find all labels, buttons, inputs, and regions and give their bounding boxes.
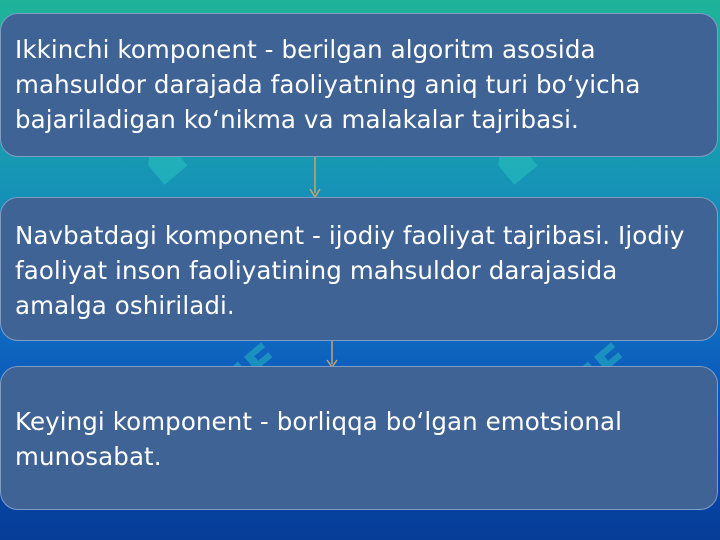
connector-arrow-2	[325, 339, 339, 369]
diagram-box-3: Keyingi komponent - borliqqa bo‘lgan emo…	[0, 366, 718, 510]
diagram-box-2: Navbatdagi komponent - ijodiy faoliyat t…	[0, 197, 718, 341]
box-3-text: Keyingi komponent - borliqqa bo‘lgan emo…	[15, 407, 623, 471]
connector-arrow-1	[308, 155, 322, 199]
box-2-text: Navbatdagi komponent - ijodiy faoliyat t…	[15, 221, 685, 320]
box-1-text: Ikkinchi komponent - berilgan algoritm a…	[15, 35, 641, 134]
diagram-box-1: Ikkinchi komponent - berilgan algoritm a…	[0, 13, 718, 157]
